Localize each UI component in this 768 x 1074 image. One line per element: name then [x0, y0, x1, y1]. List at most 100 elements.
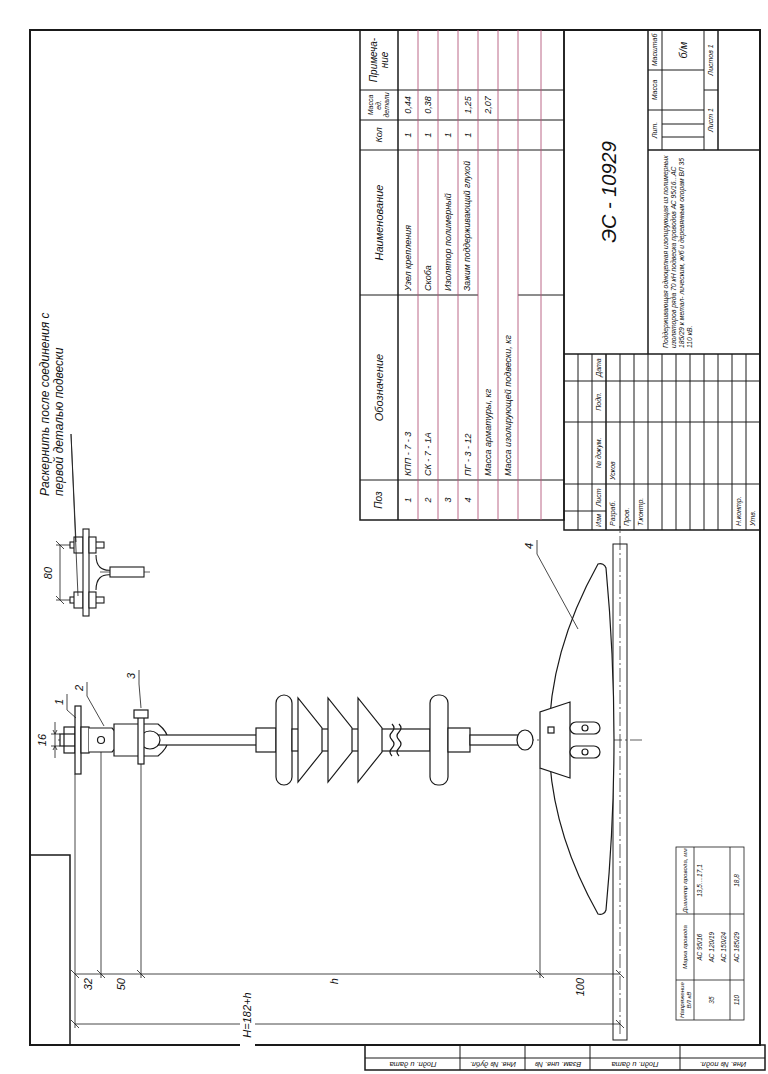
- sheet-frame: [525, 1045, 526, 1070]
- sheet-frame: [680, 1045, 681, 1070]
- insulator-string: [64, 733, 75, 734]
- suspension-clamp: [582, 749, 588, 755]
- table-cell: 1: [438, 120, 458, 150]
- leader-line: [87, 682, 104, 726]
- spec-table-rows: [418, 30, 541, 520]
- spec-table-grid: [360, 90, 564, 91]
- stamp-text: Дата: [592, 354, 606, 381]
- table-cell: 2,07: [478, 90, 498, 120]
- callout-number: 1: [52, 696, 66, 708]
- table-cell: 110: [730, 980, 744, 1020]
- stamp-text: Масштаб: [648, 30, 662, 70]
- table-cell: Изолятор полимерный: [438, 150, 458, 295]
- dimension-value: h: [327, 978, 341, 1004]
- stamp-text: Лист: [592, 484, 606, 511]
- table-cell: 1: [458, 120, 478, 150]
- leader-line: [67, 434, 578, 726]
- detail-view: [83, 529, 89, 616]
- title-block-grid: [746, 354, 747, 530]
- spec-table-grid: [360, 30, 564, 520]
- title-block-grid: [564, 381, 760, 382]
- sheet-frame: [30, 30, 760, 1045]
- wire-table-grid: [694, 847, 695, 1020]
- stamp-text: Листов 1: [704, 30, 718, 90]
- title-block-grid: [592, 354, 593, 530]
- dimension-line: [71, 970, 624, 1028]
- stamp-text: Утв.: [746, 484, 760, 530]
- table-cell: Масса изолирующей подвески, кг: [498, 150, 518, 480]
- suspension-clamp: [570, 746, 600, 758]
- sheet-frame: [365, 1045, 765, 1070]
- detail-view: [110, 567, 144, 577]
- sheet-frame: [590, 1045, 591, 1070]
- dimension-line: [141, 764, 142, 978]
- callout-number: 4: [522, 540, 536, 552]
- table-cell: АС 150/24: [718, 914, 730, 980]
- table-cell: АС 95/16: [694, 914, 706, 980]
- table-cell: 1: [398, 480, 418, 520]
- dimension-line: [51, 541, 624, 1028]
- table-cell: Узел крепления: [398, 150, 418, 295]
- wire-table-grid: [676, 847, 744, 1020]
- title-block-grid: [564, 511, 606, 512]
- table-header: Марка провода: [676, 914, 694, 980]
- table-cell: АС 185/29: [730, 914, 744, 980]
- spec-table-rows: [418, 30, 419, 520]
- detail-view: [74, 592, 83, 608]
- table-cell: 1,25: [458, 90, 478, 120]
- wire-table-grid: [676, 914, 744, 915]
- title-block-grid: [662, 124, 704, 125]
- insulator-string: [134, 710, 148, 718]
- spec-table-rows: [498, 30, 499, 520]
- table-cell: 2: [418, 480, 438, 520]
- stamp-text: б/м: [662, 30, 704, 70]
- stamp-text: Подп. и дата: [590, 1058, 680, 1070]
- dimension-value: H=182+h: [240, 982, 255, 1048]
- spec-table-rows: [458, 30, 459, 520]
- leader-line: [71, 434, 78, 596]
- stamp-text: Разраб.: [606, 484, 620, 530]
- wire-table-grid: [676, 980, 744, 981]
- insulator-string: [256, 728, 276, 752]
- dimension-line: [75, 1024, 620, 1025]
- spec-table-rows: [438, 30, 439, 520]
- stamp-text: Поддерживающая одноцепная изолирующая из…: [652, 152, 704, 352]
- title-block-grid: [704, 354, 705, 530]
- callout-number: 3: [124, 670, 138, 682]
- stamp-text: Т.контр.: [634, 484, 648, 530]
- title-block-grid: [564, 30, 760, 530]
- dimension-value: 50: [114, 978, 128, 1004]
- dimension-line: [75, 774, 76, 1028]
- wire-table-grid: [676, 847, 744, 1020]
- leader-line: [67, 694, 76, 718]
- sheet-frame: [30, 30, 765, 1070]
- stamp-text: № докум.: [592, 422, 606, 484]
- insulator-string: [517, 730, 533, 750]
- sheet-frame: [460, 1045, 461, 1070]
- title-block-grid: [662, 30, 663, 150]
- dimension-line: [540, 768, 541, 978]
- insulator-string: [276, 695, 292, 785]
- note-text: Раскернить после соединения с первой дет…: [36, 270, 70, 500]
- table-cell: 18,8: [730, 847, 744, 914]
- insulator-string: [397, 724, 401, 756]
- title-block-grid: [578, 354, 579, 530]
- stamp-text: Лист 1: [704, 90, 718, 150]
- spec-table-grid: [360, 150, 564, 151]
- title-block-grid: [564, 422, 760, 423]
- dimension-line: [53, 730, 57, 750]
- table-cell: 35: [694, 980, 730, 1020]
- spec-table-grid: [360, 480, 564, 481]
- insulator-string: [152, 735, 258, 745]
- stamp-text: Лит.: [648, 110, 662, 150]
- title-block-grid: [648, 354, 649, 530]
- stamp-text: Подп.: [592, 381, 606, 422]
- table-header: Поз: [360, 480, 398, 520]
- table-cell: Зажим поддерживающий глухой: [458, 150, 478, 295]
- insulator-string: [64, 745, 75, 746]
- insulator-string: [328, 698, 352, 782]
- title-block-grid: [605, 354, 607, 530]
- table-cell: 1: [418, 120, 438, 150]
- table-cell: СК - 7 - 1А: [418, 295, 438, 480]
